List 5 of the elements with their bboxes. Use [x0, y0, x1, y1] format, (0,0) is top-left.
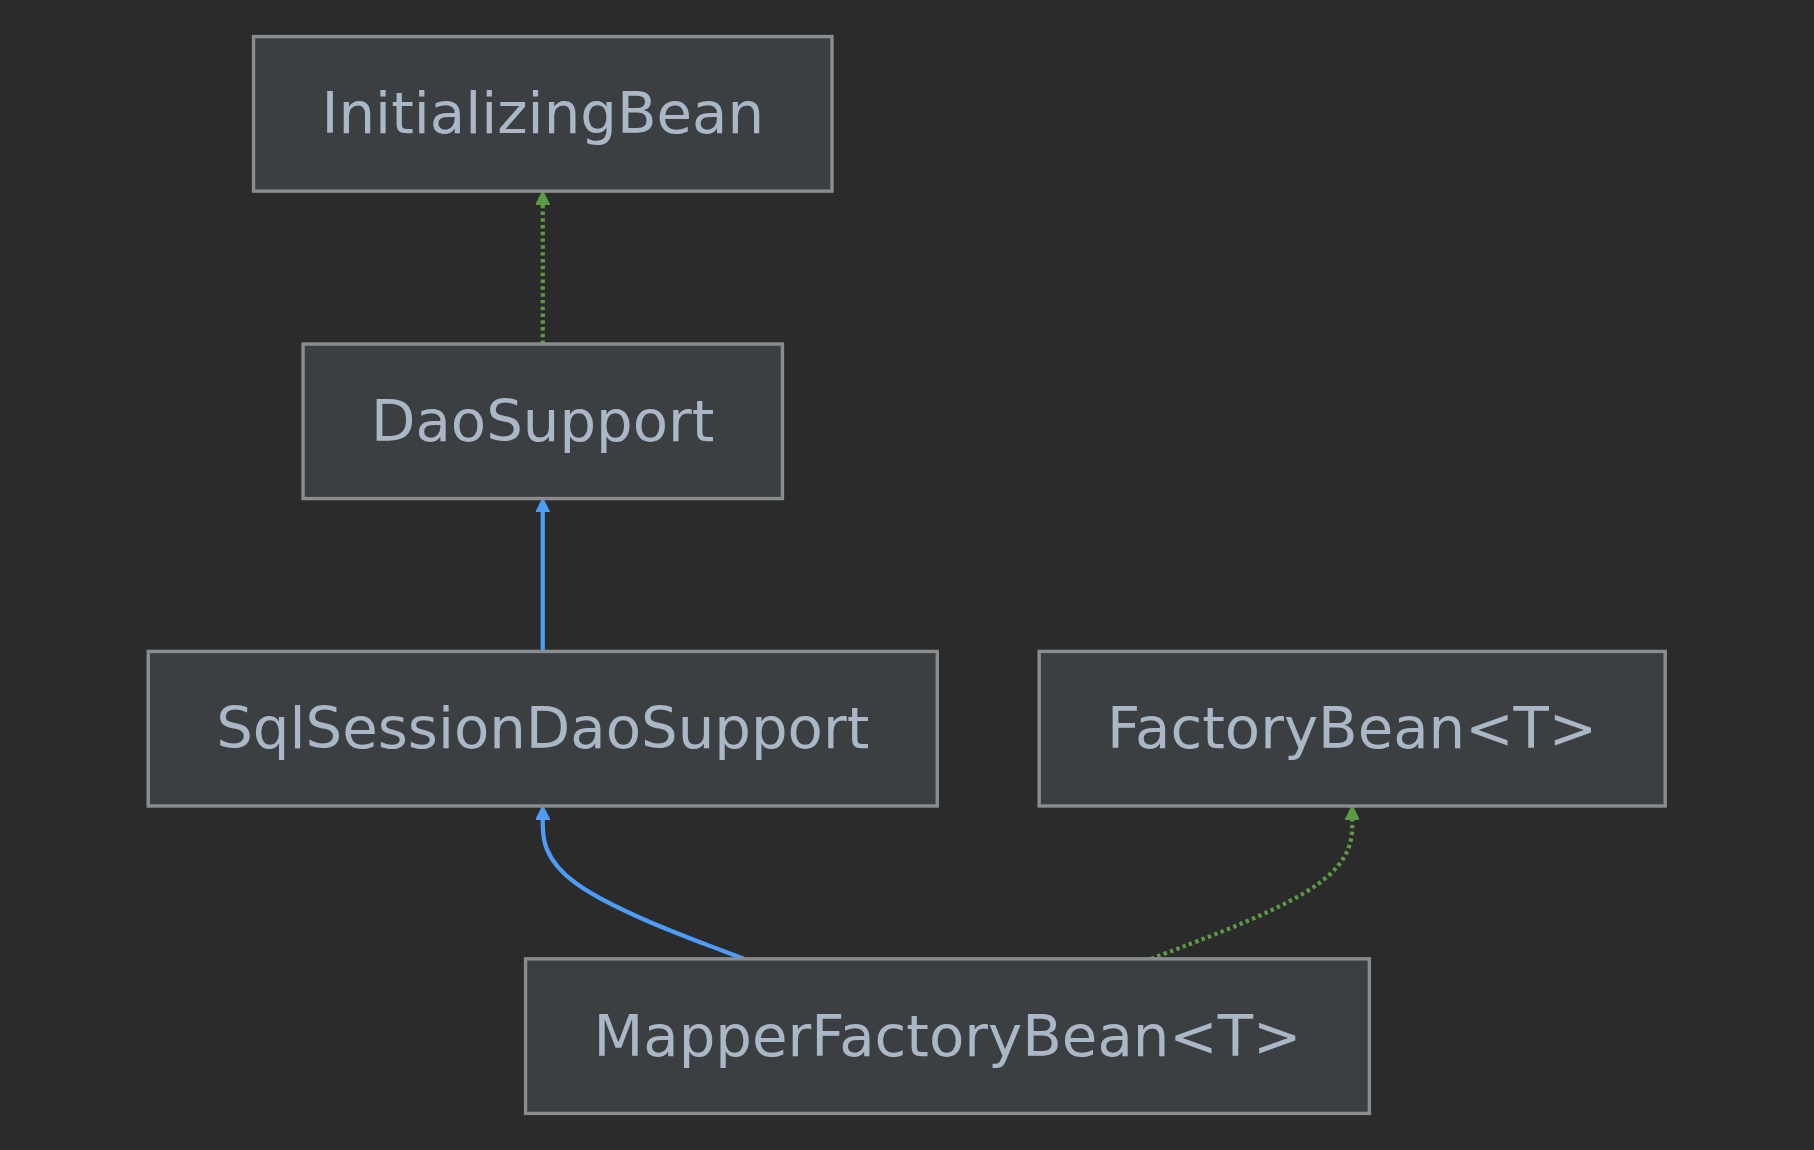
node-box: InitializingBean — [252, 34, 834, 193]
node-box: MapperFactoryBean<T> — [524, 957, 1372, 1116]
node-box: SqlSessionDaoSupport — [146, 649, 940, 808]
node-box: DaoSupport — [301, 342, 785, 501]
node-box: FactoryBean<T> — [1037, 649, 1668, 808]
